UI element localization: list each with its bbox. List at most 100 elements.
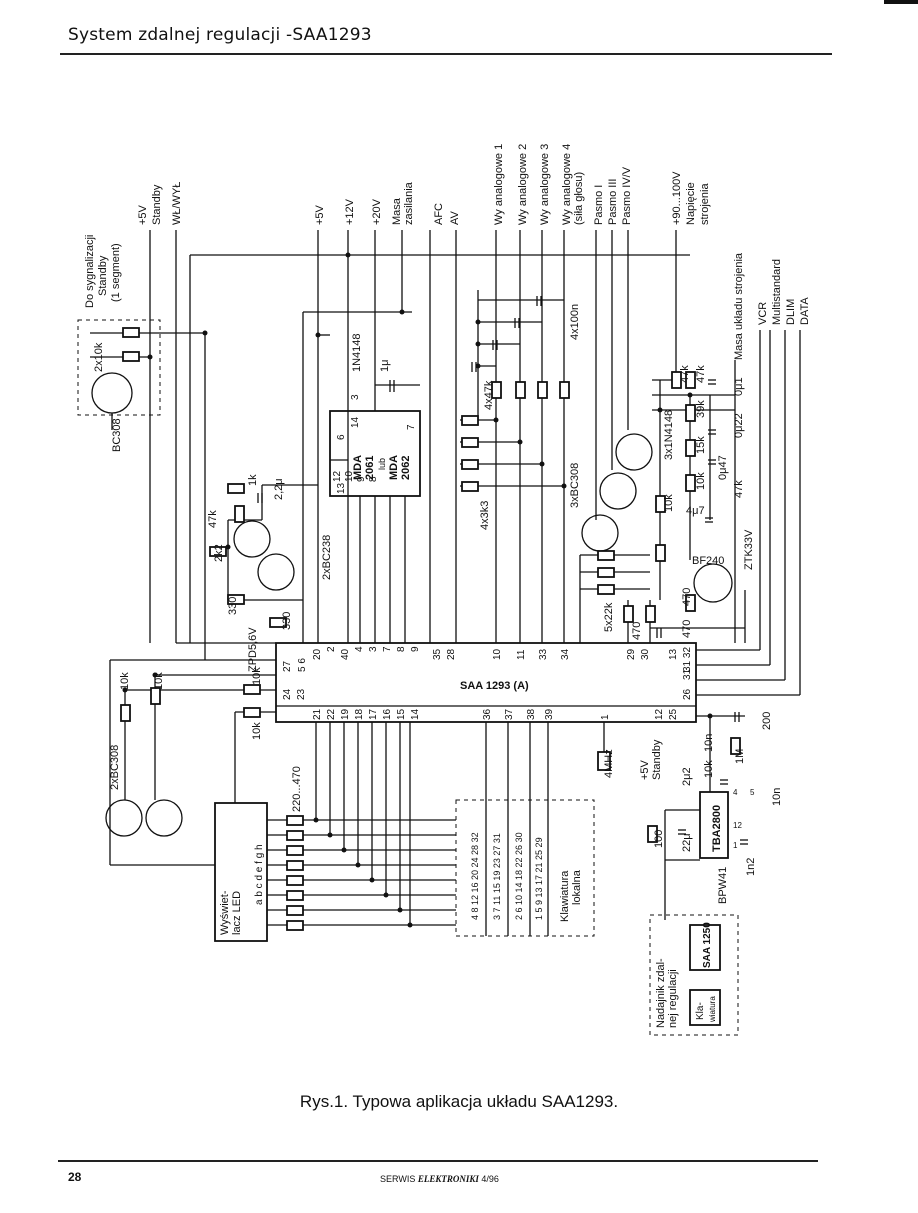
corner-mark <box>884 0 918 4</box>
label-r10k: 10k <box>695 472 707 490</box>
transistor-bc308-disp-1 <box>105 799 143 837</box>
label-r47k3: 47k <box>695 365 707 383</box>
header-rule <box>60 53 832 55</box>
label-c0u22: 0μ22 <box>733 413 745 438</box>
crystal-label: 4MHz <box>603 749 615 778</box>
label-r39k: 39k <box>695 400 707 418</box>
component-labels: BC308 2x10k 1N4148 1μ 47k 2k2 1k 2,2μ 2x… <box>93 304 783 904</box>
label-r220: 220...470 <box>291 766 303 812</box>
pin-30: 30 <box>640 648 651 660</box>
pin-15: 15 <box>396 708 407 720</box>
pin-21: 21 <box>312 708 323 720</box>
ic-texts: MDA 2061 lub MDA 2062 TBA2800 SAA 1250 4… <box>352 455 723 968</box>
mda-pin-13: 13 <box>336 482 347 494</box>
label-multistandard: Multistandard <box>771 259 783 325</box>
pin-1: 1 <box>600 714 611 720</box>
label-c10n: 10n <box>703 734 715 752</box>
mda-pin-10: 10 <box>344 470 355 482</box>
label-data: DATA <box>799 297 811 325</box>
label-r330b: 330 <box>281 612 293 630</box>
transmitter-wiatura: wiatura <box>708 996 717 1023</box>
transistor-bf240 <box>693 563 733 603</box>
label-c1n2: 1n2 <box>745 858 757 876</box>
label-c0u47: 0μ47 <box>717 455 729 480</box>
label-standby: Standby <box>151 184 163 225</box>
label-c1u: 1μ <box>379 360 391 372</box>
mda-pin-12: 12 <box>332 470 343 482</box>
label-r470c: 470 <box>681 620 693 638</box>
label-napiecie: Napięcie <box>685 182 697 225</box>
standby-indicator-box <box>77 319 161 416</box>
wiring <box>90 230 801 936</box>
label-r47k: 47k <box>207 510 219 528</box>
pin-13: 13 <box>668 648 679 660</box>
pin-16: 16 <box>382 708 393 720</box>
transistor-bc308-band2 <box>599 472 637 510</box>
pin-26: 26 <box>682 688 693 700</box>
label-zpd: ZPD5,6V <box>247 627 259 672</box>
junctions <box>122 252 713 928</box>
transistor-bc308-standby <box>91 372 133 414</box>
label-wy4b: (siła głosu) <box>573 172 585 225</box>
label-c10n2: 10n <box>771 788 783 806</box>
pin-23: 23 <box>296 688 307 700</box>
label-tba-pin4: 4 <box>733 788 738 797</box>
keyboard-label-1: Klawiatura <box>559 870 571 922</box>
label-r330a: 330 <box>227 597 239 615</box>
footer-prefix: SERWIS <box>380 1174 416 1184</box>
footer-magazine: SERWIS ELEKTRONIKI 4/96 <box>380 1174 499 1184</box>
label-r10k2: 10k <box>663 494 675 512</box>
transistor-bc308-disp-2 <box>145 799 183 837</box>
label-r2k2: 2k2 <box>213 544 225 562</box>
label-pasmo1: Pasmo I <box>593 185 605 225</box>
mda-line3: lub <box>377 458 387 470</box>
label-sig-segment: (1 segment) <box>110 243 122 302</box>
label-2xbc308: 2xBC308 <box>109 745 121 790</box>
label-zasilania: zasilania <box>403 181 415 225</box>
pin-4: 4 <box>354 646 365 652</box>
label-5x22k: 5x22k <box>603 602 615 632</box>
label-r470a: 470 <box>631 622 643 640</box>
ic-tba2800 <box>699 791 729 859</box>
label-r10ka: 10k <box>119 672 131 690</box>
label-stb: Standby <box>651 739 663 780</box>
display-label-2: lacz LED <box>231 891 243 935</box>
label-20v: +20V <box>371 198 383 225</box>
pin-2: 2 <box>326 646 337 652</box>
transmitter-label-2: nej regulacji <box>667 969 679 1028</box>
ic-saa1250 <box>689 924 721 971</box>
label-ztk33v: ZTK33V <box>743 529 755 570</box>
pin-40: 40 <box>340 648 351 660</box>
label-wlwyl: WŁ/WYŁ <box>171 182 183 225</box>
label-2x10k: 2x10k <box>93 342 105 372</box>
label-4x100n: 4x100n <box>569 304 581 340</box>
label-c4u7: 4μ7 <box>686 505 705 517</box>
label-bc308: BC308 <box>111 418 123 452</box>
saa1250-label: SAA 1250 <box>702 922 713 968</box>
label-c2u2: 2μ2 <box>681 767 693 786</box>
mda-pin-9: 9 <box>356 476 367 482</box>
label-sig-standby: Standby <box>97 255 109 296</box>
pin-3: 3 <box>368 646 379 652</box>
label-wy2: Wy analogowe 2 <box>517 144 529 225</box>
label-3xbc308: 3xBC308 <box>569 463 581 508</box>
label-pasmo45: Pasmo IV/V <box>621 166 633 225</box>
label-masa-strojenia: Masa układu strojenia <box>733 252 745 360</box>
crystal-4mhz <box>597 751 611 771</box>
capacitors <box>257 296 748 845</box>
label-r15k: 15k <box>695 436 707 454</box>
page-header-title: System zdalnej regulacji -SAA1293 <box>68 25 372 45</box>
transmitter-kla: Kla- <box>695 1002 706 1020</box>
label-tba-pin12: 12 <box>733 821 742 830</box>
label-r47k2: 47k <box>679 365 691 383</box>
label-r470b: 470 <box>681 588 693 606</box>
top-labels: Do sygnalizacji Standby (1 segment) +5V … <box>84 144 811 360</box>
label-r10kc: 10k <box>251 667 263 685</box>
label-c200: 200 <box>761 712 773 730</box>
label-2xbc238: 2xBC238 <box>321 535 333 580</box>
label-1n4148: 1N4148 <box>351 333 363 372</box>
footer-mag-name: ELEKTRONIKI <box>417 1174 479 1184</box>
label-5v: +5V <box>137 204 149 225</box>
label-r1m: 1M <box>734 749 746 764</box>
label-sig: Do sygnalizacji <box>84 235 96 308</box>
